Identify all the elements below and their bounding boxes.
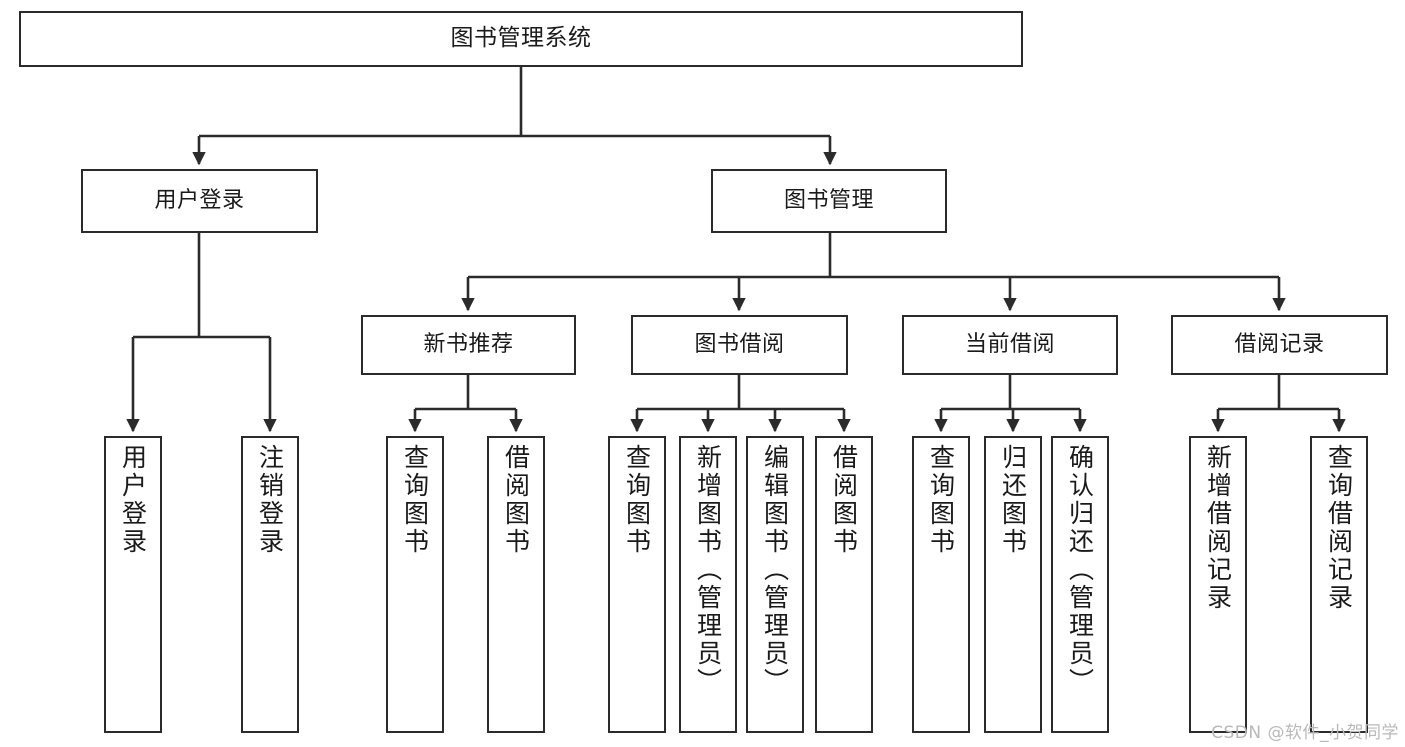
leaf-add-book[interactable]: 新增图书（管理员） xyxy=(679,436,737,733)
node-label: 查询图书 xyxy=(622,444,652,556)
node-user-login[interactable]: 用户登录 xyxy=(81,169,318,233)
node-borrow-record[interactable]: 借阅记录 xyxy=(1171,315,1388,375)
node-label: 图书借阅 xyxy=(694,331,785,357)
node-label: 归还图书 xyxy=(998,444,1028,556)
node-root-system[interactable]: 图书管理系统 xyxy=(19,11,1023,67)
leaf-edit-book[interactable]: 编辑图书（管理员） xyxy=(746,436,804,733)
leaf-return-book[interactable]: 归还图书 xyxy=(984,436,1042,733)
leaf-confirm-return[interactable]: 确认归还（管理员） xyxy=(1051,436,1109,733)
leaf-borrow-book[interactable]: 借阅图书 xyxy=(815,436,873,733)
node-current-borrow[interactable]: 当前借阅 xyxy=(902,315,1118,375)
leaf-query-book-borrow[interactable]: 查询图书 xyxy=(608,436,666,733)
node-label: 新书推荐 xyxy=(423,331,514,357)
node-label: 用户登录 xyxy=(154,187,245,213)
leaf-borrow-book-recommend[interactable]: 借阅图书 xyxy=(487,436,545,733)
node-label: 借阅图书 xyxy=(829,444,859,556)
node-label: 确认归还（管理员） xyxy=(1065,444,1095,696)
leaf-add-borrow-record[interactable]: 新增借阅记录 xyxy=(1189,436,1247,733)
node-new-book-recommend[interactable]: 新书推荐 xyxy=(361,315,576,375)
node-label: 借阅记录 xyxy=(1234,331,1325,357)
leaf-query-book-recommend[interactable]: 查询图书 xyxy=(386,436,444,733)
node-label: 用户登录 xyxy=(118,444,148,556)
leaf-query-book-current[interactable]: 查询图书 xyxy=(912,436,970,733)
node-book-borrow[interactable]: 图书借阅 xyxy=(631,315,848,375)
watermark: CSDN @软件_小贺同学 xyxy=(1211,723,1399,743)
node-label: 新增借阅记录 xyxy=(1203,444,1233,612)
node-label: 图书管理系统 xyxy=(450,25,592,52)
node-book-management[interactable]: 图书管理 xyxy=(711,169,947,233)
node-label: 借阅图书 xyxy=(501,444,531,556)
leaf-query-borrow-record[interactable]: 查询借阅记录 xyxy=(1310,436,1368,733)
node-label: 新增图书（管理员） xyxy=(693,444,723,696)
leaf-user-login[interactable]: 用户登录 xyxy=(104,436,162,733)
node-label: 编辑图书（管理员） xyxy=(760,444,790,696)
leaf-logout[interactable]: 注销登录 xyxy=(241,436,299,733)
node-label: 图书管理 xyxy=(783,187,874,213)
node-label: 查询图书 xyxy=(926,444,956,556)
node-label: 注销登录 xyxy=(255,444,285,556)
node-label: 查询借阅记录 xyxy=(1324,444,1354,612)
node-label: 当前借阅 xyxy=(964,331,1055,357)
node-label: 查询图书 xyxy=(400,444,430,556)
